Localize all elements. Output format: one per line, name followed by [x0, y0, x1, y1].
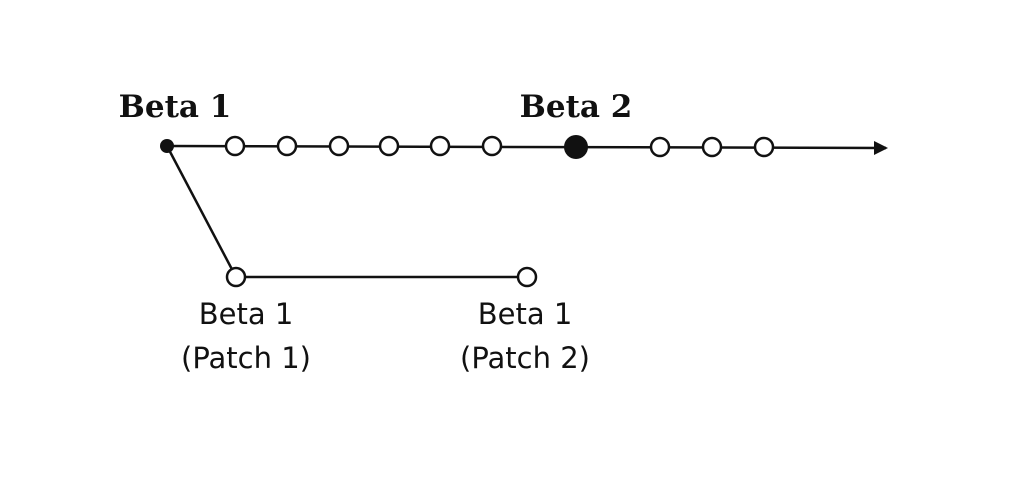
commit-node — [328, 135, 350, 157]
commit-node — [753, 136, 775, 158]
main-branch-line — [166, 140, 888, 155]
beta1-label: Beta 1 — [119, 89, 232, 125]
patch2-node — [516, 266, 538, 288]
branch-connector-line — [165, 145, 238, 278]
beta2-label: Beta 2 — [520, 89, 633, 125]
commit-node — [649, 136, 671, 158]
commit-node — [429, 135, 451, 157]
commit-node — [481, 135, 503, 157]
commit-node — [276, 135, 298, 157]
beta1-node — [160, 139, 174, 153]
commit-node — [701, 136, 723, 158]
commit-node — [224, 135, 246, 157]
patch1-node — [225, 266, 247, 288]
patch1-label-line2: (Patch 1) — [181, 341, 311, 375]
beta2-node — [564, 135, 588, 159]
patch2-label-line1: Beta 1 — [478, 297, 573, 331]
patch1-label-line1: Beta 1 — [199, 297, 294, 331]
commit-node — [378, 135, 400, 157]
patch2-label-line2: (Patch 2) — [460, 341, 590, 375]
